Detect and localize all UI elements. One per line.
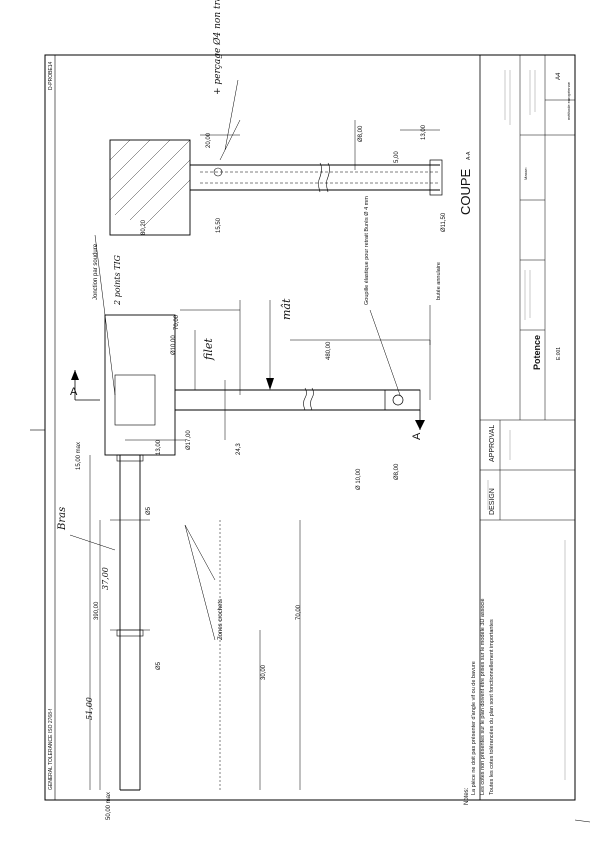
tolerance-note: GENERAL TOLERANCE ISO 2768-f: [48, 708, 54, 790]
dim-11-50: Ø11,50: [441, 212, 447, 232]
dim-70-top: 70,00: [174, 314, 180, 330]
dim-390: 390,00: [94, 601, 100, 620]
dim-8a: Ø8,00: [394, 463, 400, 480]
dim-13: 13,00: [156, 439, 162, 455]
corner-mark: [574, 819, 591, 823]
design-label: DESIGN: [489, 488, 496, 515]
dim-13b: 13,00: [421, 124, 427, 140]
section-arrows: [71, 370, 425, 430]
dim-phi5b: Ø5: [156, 661, 162, 670]
notes-block: Notes: La pièce ne doit pas présenter d'…: [464, 598, 495, 805]
drawing-number: D-PROBE14: [48, 61, 54, 90]
dim-17: Ø17,00: [186, 430, 192, 450]
dim-5: 5,00: [394, 151, 400, 163]
dim-24-3: 24,3: [236, 443, 242, 455]
dim-80-20: 80,20: [141, 219, 147, 235]
note-item-1: La pièce ne doit pas présenter d'angle v…: [471, 661, 477, 795]
annotation-texts: A A COUPE A-A Jonction par soudure 2 poi…: [57, 0, 473, 720]
sheet-format: A4: [556, 72, 562, 80]
hw-37: 37,00: [101, 567, 110, 590]
dim-8b: Ø8,00: [358, 125, 364, 142]
butee-note: butée annulaire: [436, 262, 442, 300]
scale-value: E:001: [556, 347, 562, 360]
dim-20: 20,00: [206, 132, 212, 148]
dim-phi5a: Ø5: [146, 506, 152, 515]
hw-51: 51,00: [85, 697, 94, 720]
dim-10b: Ø 10,00: [356, 468, 362, 490]
zones-note: Zones crochets: [218, 599, 224, 640]
notes-header: Notes:: [464, 787, 470, 805]
note-item-2: Les cotes non présentes sur le plan doiv…: [480, 598, 486, 795]
dim-30: 30,00: [261, 664, 267, 680]
points-tig-note: 2 points TIG: [113, 254, 122, 306]
drawing-name: Potence: [532, 335, 542, 370]
jonction-note: Jonction par soudure: [93, 243, 99, 300]
mass-label: Masse:: [523, 167, 528, 180]
dim-480: 480,00: [326, 341, 332, 360]
dim-15-50: 15,50: [216, 217, 222, 233]
dimension-lines: [69, 79, 440, 790]
potence-part: [104, 314, 431, 791]
title-block: DESIGN APPROVAL Potence E:001 A4 Masse: …: [479, 54, 576, 801]
dim-15-max: 15,00 max: [76, 442, 82, 470]
section-view: [109, 139, 443, 236]
mat-note: mât: [280, 298, 293, 320]
section-marker-right: A: [411, 432, 423, 440]
section-marker-left: A: [70, 386, 78, 398]
goupille-note: Goupille élastique pour retrait Burés Ø …: [364, 196, 370, 305]
dim-10a: Ø10,00: [171, 335, 177, 355]
section-suffix: A-A: [466, 151, 472, 160]
projection-label: méthode européenne: [566, 81, 571, 120]
filet-note: filet: [202, 338, 215, 361]
dim-50-max: 50,00 max: [106, 792, 112, 820]
dimension-texts: 15,00 max 13,00 Ø17,00 Ø10,00 24,3 70,00…: [76, 124, 447, 820]
note-item-3: Toutes les cotes tolérancées du plan son…: [489, 619, 495, 795]
dim-70: 70,00: [296, 604, 302, 620]
percage-note: + perçage Ø4 non traversant pour assembl…: [212, 0, 223, 95]
section-label: COUPE: [458, 168, 473, 215]
approval-label: APPROVAL: [489, 425, 496, 462]
bras-note: Bras: [57, 507, 68, 531]
